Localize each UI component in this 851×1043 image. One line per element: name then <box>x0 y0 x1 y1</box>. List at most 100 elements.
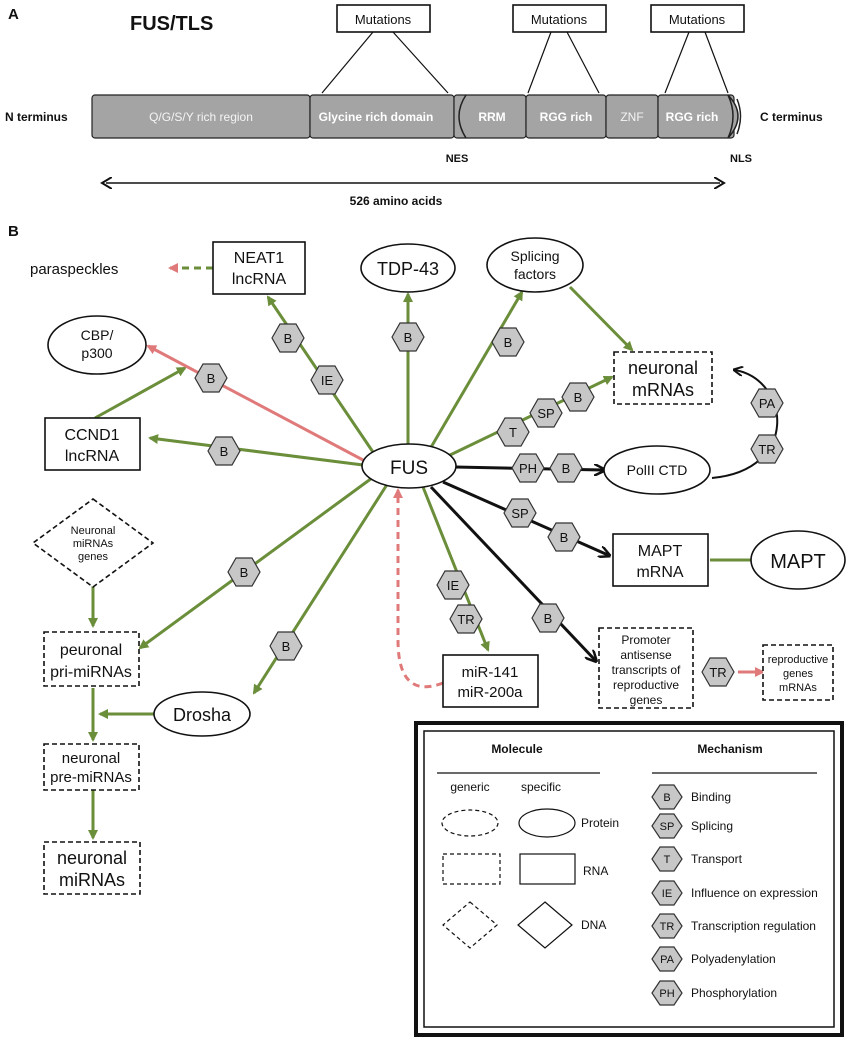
node-reproductive-mrnas <box>762 644 834 701</box>
panel-a-label: A <box>8 6 19 23</box>
nls-label: NLS <box>730 153 752 165</box>
node-cbp-line2: p300 <box>81 345 112 361</box>
legend-specific-protein-shape <box>518 808 576 838</box>
edge-fus-pri-mirnas <box>138 476 373 650</box>
node-pre-line1: neuronal <box>62 750 120 767</box>
legend-mech-transport: T Transport <box>651 846 743 872</box>
node-ccnd1-line1: CCND1 <box>64 427 119 444</box>
edge-ccnd1-cbp <box>94 366 187 420</box>
badge-polya-tr: TR <box>750 434 784 464</box>
svg-text:PH: PH <box>519 461 537 476</box>
legend-generic-rna-shape <box>442 853 501 885</box>
badge-mir-ie: IE <box>436 570 470 600</box>
domain-qgsy-label: Q/G/S/Y rich region <box>149 110 253 124</box>
legend-mech-polyadenylation: PA Polyadenylation <box>651 946 776 972</box>
edge-fus-promoter <box>429 485 595 660</box>
svg-text:SP: SP <box>660 821 675 833</box>
node-fus-label: FUS <box>390 458 428 479</box>
svg-text:B: B <box>562 461 571 476</box>
svg-text:TR: TR <box>709 665 726 680</box>
svg-text:B: B <box>220 444 229 459</box>
panel-b-edges <box>88 263 779 840</box>
node-mirna-genes-line3: genes <box>78 551 108 563</box>
node-neuronal-mirnas-line1: neuronal <box>57 848 127 868</box>
node-mir-line2: miR-200a <box>457 684 523 701</box>
length-label: 526 amino acids <box>350 194 443 208</box>
badge-drosha-b: B <box>269 631 303 661</box>
badge-ccnd1-b: B <box>207 436 241 466</box>
domain-rgg-1-label: RGG rich <box>540 110 593 124</box>
badge-neat1-b: B <box>271 323 305 353</box>
node-neat1 <box>212 241 306 295</box>
svg-text:Splicing: Splicing <box>691 819 733 833</box>
badge-pri-b: B <box>227 557 261 587</box>
legend-specific: specific <box>521 780 561 794</box>
edge-mir141-fus <box>393 488 444 689</box>
svg-text:T: T <box>664 854 671 866</box>
node-repro-line1: reproductive <box>768 654 829 666</box>
node-cbp-line1: CBP/ <box>81 327 114 343</box>
legend-rna: RNA <box>583 864 608 878</box>
svg-text:SP: SP <box>511 506 528 521</box>
node-pri-line1: peuronal <box>60 642 122 659</box>
badge-polii-ph: PH <box>511 453 545 483</box>
svg-text:Transcription regulation: Transcription regulation <box>691 919 816 933</box>
svg-text:PA: PA <box>660 954 675 966</box>
node-mir141-mir200a <box>442 654 539 708</box>
edge-polii-neuronal-mrnas <box>711 370 779 479</box>
svg-text:B: B <box>404 330 413 345</box>
node-cbp-p300 <box>47 315 147 375</box>
svg-text:B: B <box>207 371 216 386</box>
node-splicing-line1: Splicing <box>510 248 559 264</box>
badge-splicing-b: B <box>491 327 525 357</box>
svg-text:PH: PH <box>659 988 674 1000</box>
domain-rrm-label: RRM <box>478 110 505 124</box>
legend-mech-splicing: SP Splicing <box>651 813 733 839</box>
node-neuronal-mrnas-line2: mRNAs <box>632 380 694 400</box>
svg-text:Influence on expression: Influence on expression <box>691 886 818 900</box>
mutation-label-2: Mutations <box>531 12 588 27</box>
badge-mrna-t: T <box>496 417 530 447</box>
node-mapt-mrna <box>612 533 709 587</box>
node-mapt-label: MAPT <box>770 551 826 573</box>
svg-text:TR: TR <box>758 442 775 457</box>
node-pri-mirnas <box>43 631 140 687</box>
node-tdp43 <box>360 243 456 293</box>
badge-polya-pa: PA <box>750 388 784 418</box>
nls-cap <box>727 94 739 139</box>
svg-text:B: B <box>504 335 513 350</box>
svg-text:B: B <box>574 390 583 405</box>
panel-b-label: B <box>8 223 19 240</box>
badge-mapt-b: B <box>547 522 581 552</box>
n-terminus-label: N terminus <box>5 110 68 124</box>
node-neat1-line2: lncRNA <box>232 271 287 288</box>
legend-mech-influence: IE Influence on expression <box>651 880 818 906</box>
legend-specific-rna-shape <box>519 853 576 885</box>
node-promoter-line4: reproductive <box>613 678 679 692</box>
legend-specific-dna-shape <box>517 901 573 949</box>
node-neuronal-mirna-genes <box>31 498 155 588</box>
svg-text:PA: PA <box>759 396 776 411</box>
edge-fus-ccnd1 <box>148 434 364 467</box>
nes-label: NES <box>446 153 469 165</box>
svg-text:Binding: Binding <box>691 790 731 804</box>
svg-text:B: B <box>544 611 553 626</box>
domain-rgg-2-label: RGG rich <box>666 110 719 124</box>
node-repro-line2: genes <box>783 668 813 680</box>
svg-text:B: B <box>282 639 291 654</box>
badge-mapt-sp: SP <box>503 498 537 528</box>
node-promoter-line2: antisense <box>620 648 672 662</box>
protein-title: FUS/TLS <box>130 13 213 35</box>
svg-text:TR: TR <box>660 921 675 933</box>
nes-curve <box>458 94 467 139</box>
svg-text:TR: TR <box>457 612 474 627</box>
legend: Molecule Mechanism generic specific Prot… <box>414 721 844 1037</box>
legend-mech-transcription: TR Transcription regulation <box>651 913 816 939</box>
mutation-label-1: Mutations <box>355 12 412 27</box>
domain-glycine-label: Glycine rich domain <box>319 110 434 124</box>
mutation-label-3: Mutations <box>669 12 726 27</box>
svg-text:IE: IE <box>321 373 334 388</box>
svg-text:B: B <box>240 565 249 580</box>
node-neuronal-mirnas <box>43 841 141 895</box>
node-promoter-antisense <box>598 627 694 709</box>
